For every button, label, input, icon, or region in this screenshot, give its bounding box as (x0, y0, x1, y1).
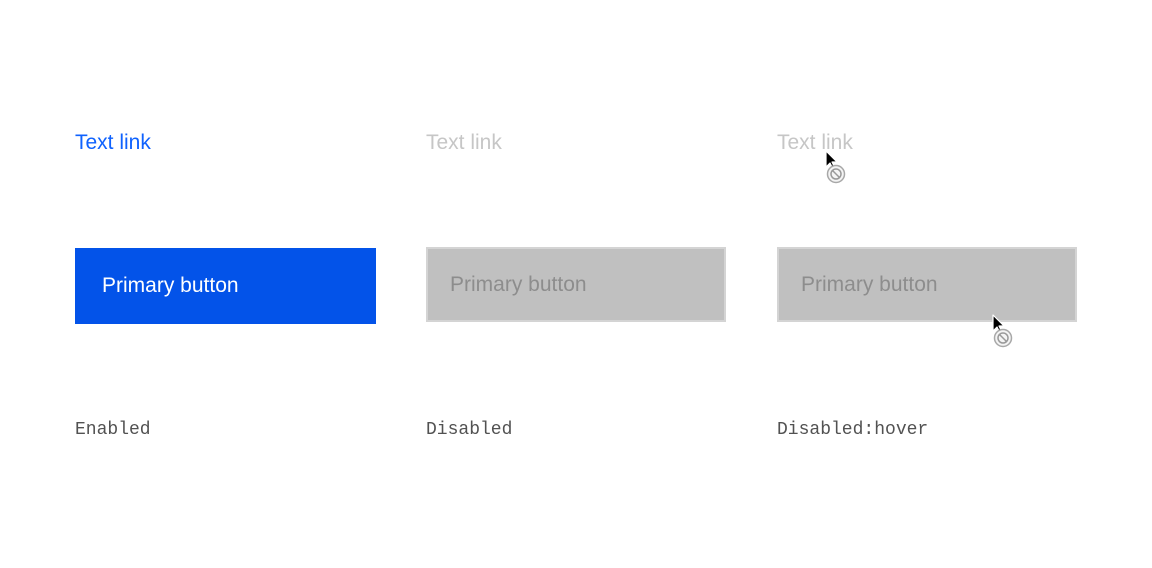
text-link-enabled[interactable]: Text link (75, 131, 151, 154)
not-allowed-cursor-icon (825, 150, 846, 184)
primary-button-disabled-hover[interactable]: Primary button (777, 247, 1077, 322)
column-disabled-hover: Text link Primary button Disabled:hover (777, 0, 1078, 568)
primary-button-disabled[interactable]: Primary button (426, 247, 726, 322)
state-label-disabled-hover: Disabled:hover (777, 420, 929, 440)
text-link-disabled-hover[interactable]: Text link (777, 131, 853, 154)
state-label-disabled: Disabled (426, 420, 513, 440)
not-allowed-cursor-icon (992, 314, 1013, 348)
column-disabled: Text link Primary button Disabled (426, 0, 727, 568)
state-label-enabled: Enabled (75, 420, 151, 440)
primary-button-enabled[interactable]: Primary button (75, 248, 376, 324)
text-link-disabled[interactable]: Text link (426, 131, 502, 154)
column-enabled: Text link Primary button Enabled (75, 0, 376, 568)
